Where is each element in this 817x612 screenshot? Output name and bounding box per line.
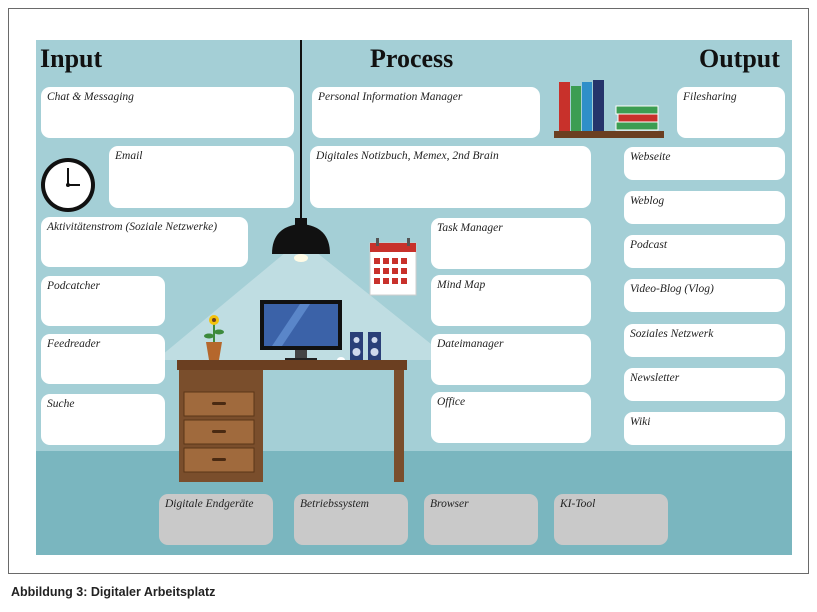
output-box-filesharing: Filesharing <box>677 87 785 138</box>
box-label: Weblog <box>630 195 665 207</box>
box-label: Soziales Netzwerk <box>630 328 714 340</box>
infra-box-endgeraete: Digitale Endgeräte <box>159 494 273 545</box>
box-label: Newsletter <box>630 372 680 384</box>
process-box-task-manager: Task Manager <box>431 218 591 269</box>
box-label: Webseite <box>630 151 671 163</box>
calendar-icon <box>369 238 417 296</box>
infra-box-browser: Browser <box>424 494 538 545</box>
heading-output: Output <box>699 44 780 73</box>
output-box-weblog: Weblog <box>624 191 785 224</box>
box-label: Office <box>437 396 466 408</box>
box-label: Chat & Messaging <box>47 91 134 103</box>
box-label: Email <box>115 150 143 162</box>
heading-process: Process <box>370 44 454 73</box>
box-label: Aktivitätenstrom (Soziale Netzwerke) <box>47 221 218 233</box>
process-box-mind-map: Mind Map <box>431 275 591 326</box>
heading-input: Input <box>40 44 103 73</box>
infra-box-betriebssystem: Betriebssystem <box>294 494 408 545</box>
box-label: Suche <box>47 398 75 410</box>
bookshelf-icon <box>554 80 664 138</box>
box-label: Feedreader <box>47 338 101 350</box>
process-box-office: Office <box>431 392 591 443</box>
output-box-vlog: Video-Blog (Vlog) <box>624 279 785 312</box>
output-box-podcast: Podcast <box>624 235 785 268</box>
input-box-feedreader: Feedreader <box>41 334 165 384</box>
box-label: Task Manager <box>437 222 503 234</box>
box-label: Digitale Endgeräte <box>165 498 254 510</box>
infra-box-ki-tool: KI-Tool <box>554 494 668 545</box>
monitor-icon <box>260 300 345 363</box>
figure-caption: Abbildung 3: Digitaler Arbeitsplatz <box>11 585 216 599</box>
box-label: Video-Blog (Vlog) <box>630 283 714 295</box>
desk-icon <box>177 360 407 482</box>
box-label: Dateimanager <box>437 338 504 350</box>
box-label: Podcast <box>630 239 668 251</box>
box-label: Browser <box>430 498 469 510</box>
input-box-podcatcher: Podcatcher <box>41 276 165 326</box>
box-label: Podcatcher <box>47 280 101 292</box>
input-box-chat-messaging: Chat & Messaging <box>41 87 294 138</box>
figure-frame: Input Process Output Chat & Messaging Em… <box>8 8 809 574</box>
box-label: Betriebssystem <box>300 498 369 510</box>
process-box-dateimanager: Dateimanager <box>431 334 591 385</box>
desk-lamp-icon <box>272 218 330 262</box>
output-box-soziales-netzwerk: Soziales Netzwerk <box>624 324 785 357</box>
speaker-icon <box>350 332 381 360</box>
box-label: KI-Tool <box>560 498 596 510</box>
box-label: Wiki <box>630 416 651 428</box>
input-box-email: Email <box>109 146 294 208</box>
output-box-wiki: Wiki <box>624 412 785 445</box>
output-box-newsletter: Newsletter <box>624 368 785 401</box>
box-label: Personal Information Manager <box>318 91 463 103</box>
process-box-pim: Personal Information Manager <box>312 87 540 138</box>
box-label: Mind Map <box>437 279 486 291</box>
input-box-aktivitaetenstrom: Aktivitätenstrom (Soziale Netzwerke) <box>41 217 248 267</box>
workspace-diagram: Input Process Output Chat & Messaging Em… <box>36 40 792 555</box>
workspace-illustration <box>41 40 664 482</box>
plant-icon <box>204 315 224 360</box>
box-label: Filesharing <box>683 91 737 103</box>
wall-clock-icon <box>41 158 95 212</box>
box-label: Digitales Notizbuch, Memex, 2nd Brain <box>316 150 499 162</box>
process-box-notizbuch: Digitales Notizbuch, Memex, 2nd Brain <box>310 146 591 208</box>
output-box-webseite: Webseite <box>624 147 785 180</box>
input-box-suche: Suche <box>41 394 165 445</box>
